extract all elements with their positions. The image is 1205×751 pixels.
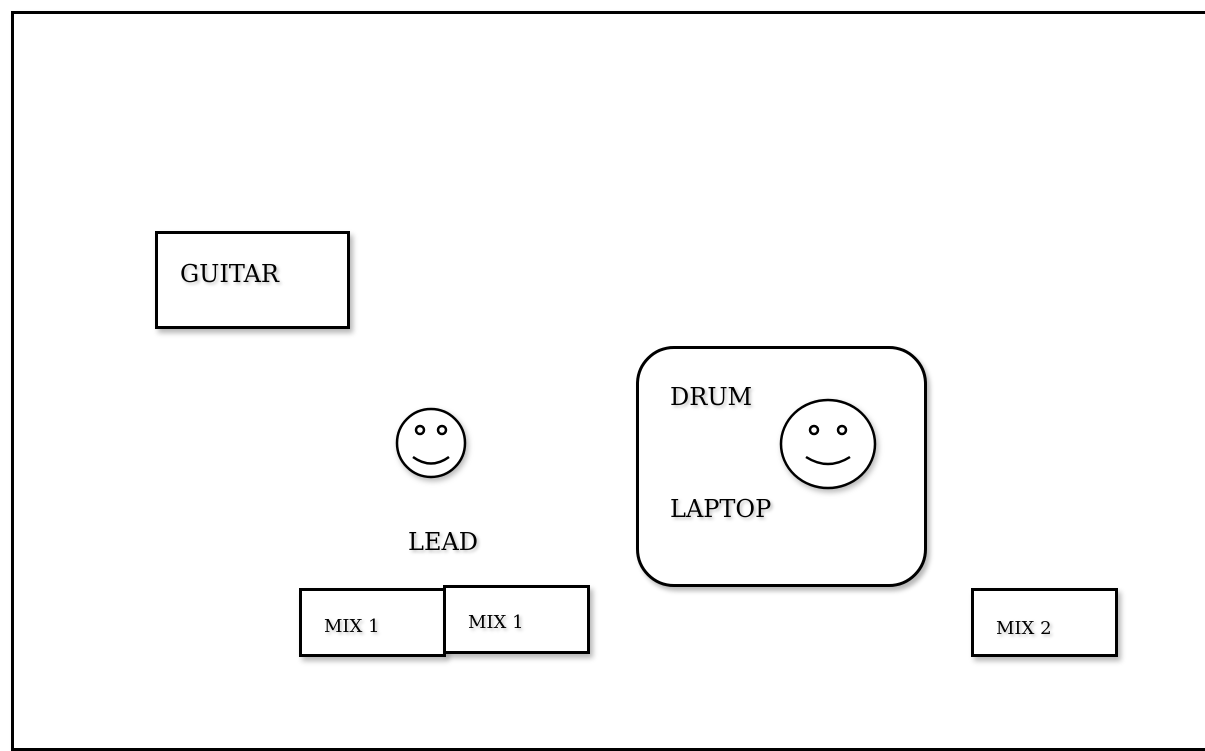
mix-label: MIX 1 <box>468 612 524 633</box>
drum-label: DRUM <box>670 383 753 411</box>
guitar-label: GUITAR <box>180 260 279 288</box>
mix-label: MIX 1 <box>324 616 380 637</box>
mix-2-box: MIX 2 <box>971 588 1118 657</box>
lead-label: LEAD <box>408 528 479 556</box>
mix-label: MIX 2 <box>996 618 1052 639</box>
mix-1-box: MIX 1 <box>443 585 590 654</box>
guitar-box: GUITAR <box>155 231 350 329</box>
laptop-label: LAPTOP <box>670 495 772 523</box>
mix-1-box: MIX 1 <box>299 588 446 657</box>
drum-laptop-box: DRUM LAPTOP <box>636 346 927 587</box>
smiley-face-icon <box>395 397 467 493</box>
smiley-face-icon <box>779 398 877 494</box>
